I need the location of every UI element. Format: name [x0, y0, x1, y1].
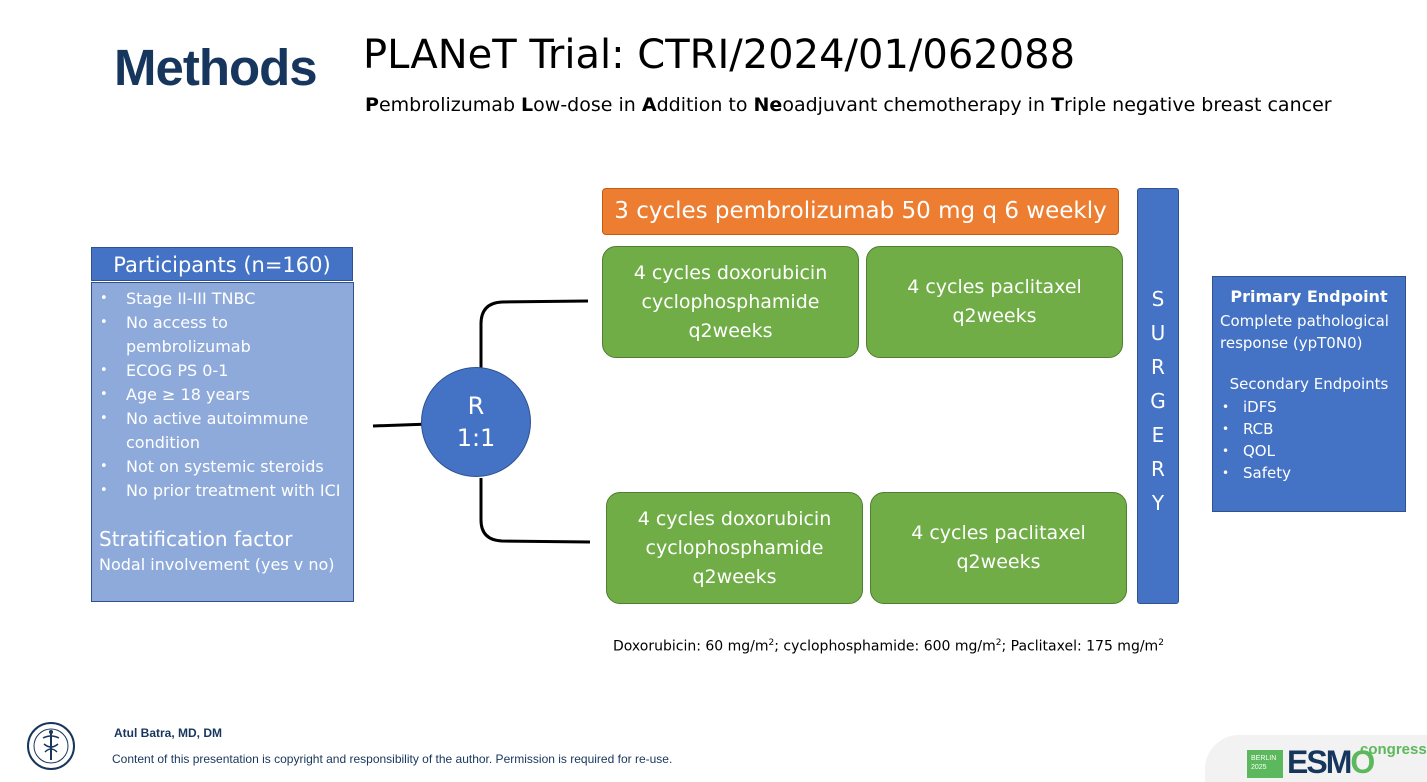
secondary-endpoints-list: iDFS RCB QOL Safety: [1213, 396, 1291, 484]
subtitle-text: ow-dose in: [533, 94, 642, 116]
author-name: Atul Batra, MD, DM: [114, 726, 222, 740]
eligibility-item: No prior treatment with ICI: [92, 479, 353, 503]
pembrolizumab-bar: 3 cycles pembrolizumab 50 mg q 6 weekly: [602, 188, 1119, 235]
subtitle-initial: P: [365, 94, 379, 116]
esmo-logo: ESMO: [1287, 744, 1375, 781]
dosing-doxorubicin: Doxorubicin: 60 mg/m: [613, 638, 769, 655]
arm-b-ac-box: 4 cycles doxorubicin cyclophosphamide q2…: [606, 492, 863, 604]
connector-upper-arm: [479, 299, 589, 372]
eligibility-item: Age ≥ 18 years: [92, 383, 353, 407]
dosing-sup: 2: [1158, 638, 1164, 648]
connector-lower-arm: [479, 478, 591, 544]
stratification-title: Stratification factor: [99, 527, 293, 551]
section-title: Methods: [114, 39, 318, 96]
dosing-paclitaxel: ; Paclitaxel: 175 mg/m: [1001, 638, 1159, 655]
subtitle-text: riple negative breast cancer: [1064, 94, 1332, 116]
eligibility-item: ECOG PS 0-1: [92, 359, 353, 383]
surgery-letter: R: [1151, 355, 1165, 379]
esmo-congress-badge: BERLIN 2025: [1247, 750, 1283, 778]
secondary-endpoints-title: Secondary Endpoints: [1229, 375, 1389, 393]
esmo-logo-o: O: [1350, 744, 1375, 780]
surgery-letter: U: [1150, 321, 1166, 345]
eligibility-item: Not on systemic steroids: [92, 455, 353, 479]
esmo-city: BERLIN: [1251, 755, 1277, 762]
arm-a-paclitaxel-label: 4 cycles paclitaxel q2weeks: [907, 276, 1082, 327]
esmo-logo-es: ES: [1287, 744, 1328, 780]
dosing-sup: 2: [995, 638, 1002, 648]
surgery-letter: Y: [1151, 491, 1165, 515]
subtitle-text: ddition to: [656, 94, 754, 116]
eligibility-item: No access to pembrolizumab: [92, 311, 353, 359]
primary-endpoint-title: Primary Endpoint: [1230, 287, 1388, 306]
surgery-bar: S U R G E R Y: [1137, 188, 1179, 604]
eligibility-item: Stage II-III TNBC: [92, 287, 353, 311]
secondary-endpoint-item: iDFS: [1213, 396, 1291, 418]
randomization-label: R: [467, 392, 485, 420]
eligibility-item: No active autoimmune condition: [92, 407, 353, 455]
dosing-cyclophosphamide: ; cyclophosphamide: 600 mg/m: [774, 638, 996, 655]
primary-endpoint-value: Complete pathological response (ypT0N0): [1220, 312, 1389, 352]
randomization-ratio: 1:1: [456, 424, 496, 452]
subtitle-initial: Ne: [753, 94, 783, 116]
arm-a-ac-label: 4 cycles doxorubicin cyclophosphamide q2…: [633, 261, 828, 342]
arm-b-ac-label: 4 cycles doxorubicin cyclophosphamide q2…: [637, 507, 832, 588]
surgery-letter: G: [1150, 389, 1166, 413]
subtitle-text: oadjuvant chemotherapy in: [782, 94, 1052, 116]
surgery-letter: S: [1151, 287, 1165, 311]
trial-subtitle: Pembrolizumab Low-dose in Addition to Ne…: [365, 94, 1332, 116]
eligibility-list: Stage II-III TNBC No access to pembroliz…: [92, 283, 353, 503]
esmo-year: 2025: [1251, 764, 1267, 771]
participants-box: Stage II-III TNBC No access to pembroliz…: [91, 282, 354, 602]
participants-header: Participants (n=160): [91, 247, 353, 281]
secondary-endpoint-item: RCB: [1213, 418, 1291, 440]
copyright-notice: Content of this presentation is copyrigh…: [112, 752, 673, 766]
secondary-endpoint-item: QOL: [1213, 440, 1291, 462]
subtitle-text: embrolizumab: [378, 94, 522, 116]
trial-title: PLANeT Trial: CTRI/2024/01/062088: [363, 32, 1076, 78]
subtitle-initial: A: [641, 94, 657, 116]
randomization-node: R 1:1: [421, 367, 531, 477]
esmo-congress-label: congress: [1360, 741, 1427, 758]
subtitle-initial: T: [1051, 94, 1065, 116]
surgery-letter: R: [1151, 457, 1165, 481]
stratification-value: Nodal involvement (yes v no): [99, 555, 335, 574]
subtitle-initial: L: [521, 94, 534, 116]
arm-a-ac-box: 4 cycles doxorubicin cyclophosphamide q2…: [602, 246, 859, 358]
institution-seal-icon: [27, 722, 75, 770]
secondary-endpoint-item: Safety: [1213, 462, 1291, 484]
surgery-letter: E: [1151, 423, 1165, 447]
arm-a-paclitaxel-box: 4 cycles paclitaxel q2weeks: [866, 246, 1123, 358]
esmo-logo-background: [1205, 735, 1427, 782]
esmo-logo-m: M: [1325, 744, 1353, 780]
dosing-note: Doxorubicin: 60 mg/m2; cyclophosphamide:…: [613, 638, 1164, 655]
arm-b-paclitaxel-box: 4 cycles paclitaxel q2weeks: [870, 492, 1127, 604]
arm-b-paclitaxel-label: 4 cycles paclitaxel q2weeks: [911, 522, 1086, 573]
endpoints-box: Primary Endpoint Complete pathological r…: [1212, 276, 1406, 512]
connector-in: [372, 422, 431, 428]
dosing-sup: 2: [768, 638, 775, 648]
